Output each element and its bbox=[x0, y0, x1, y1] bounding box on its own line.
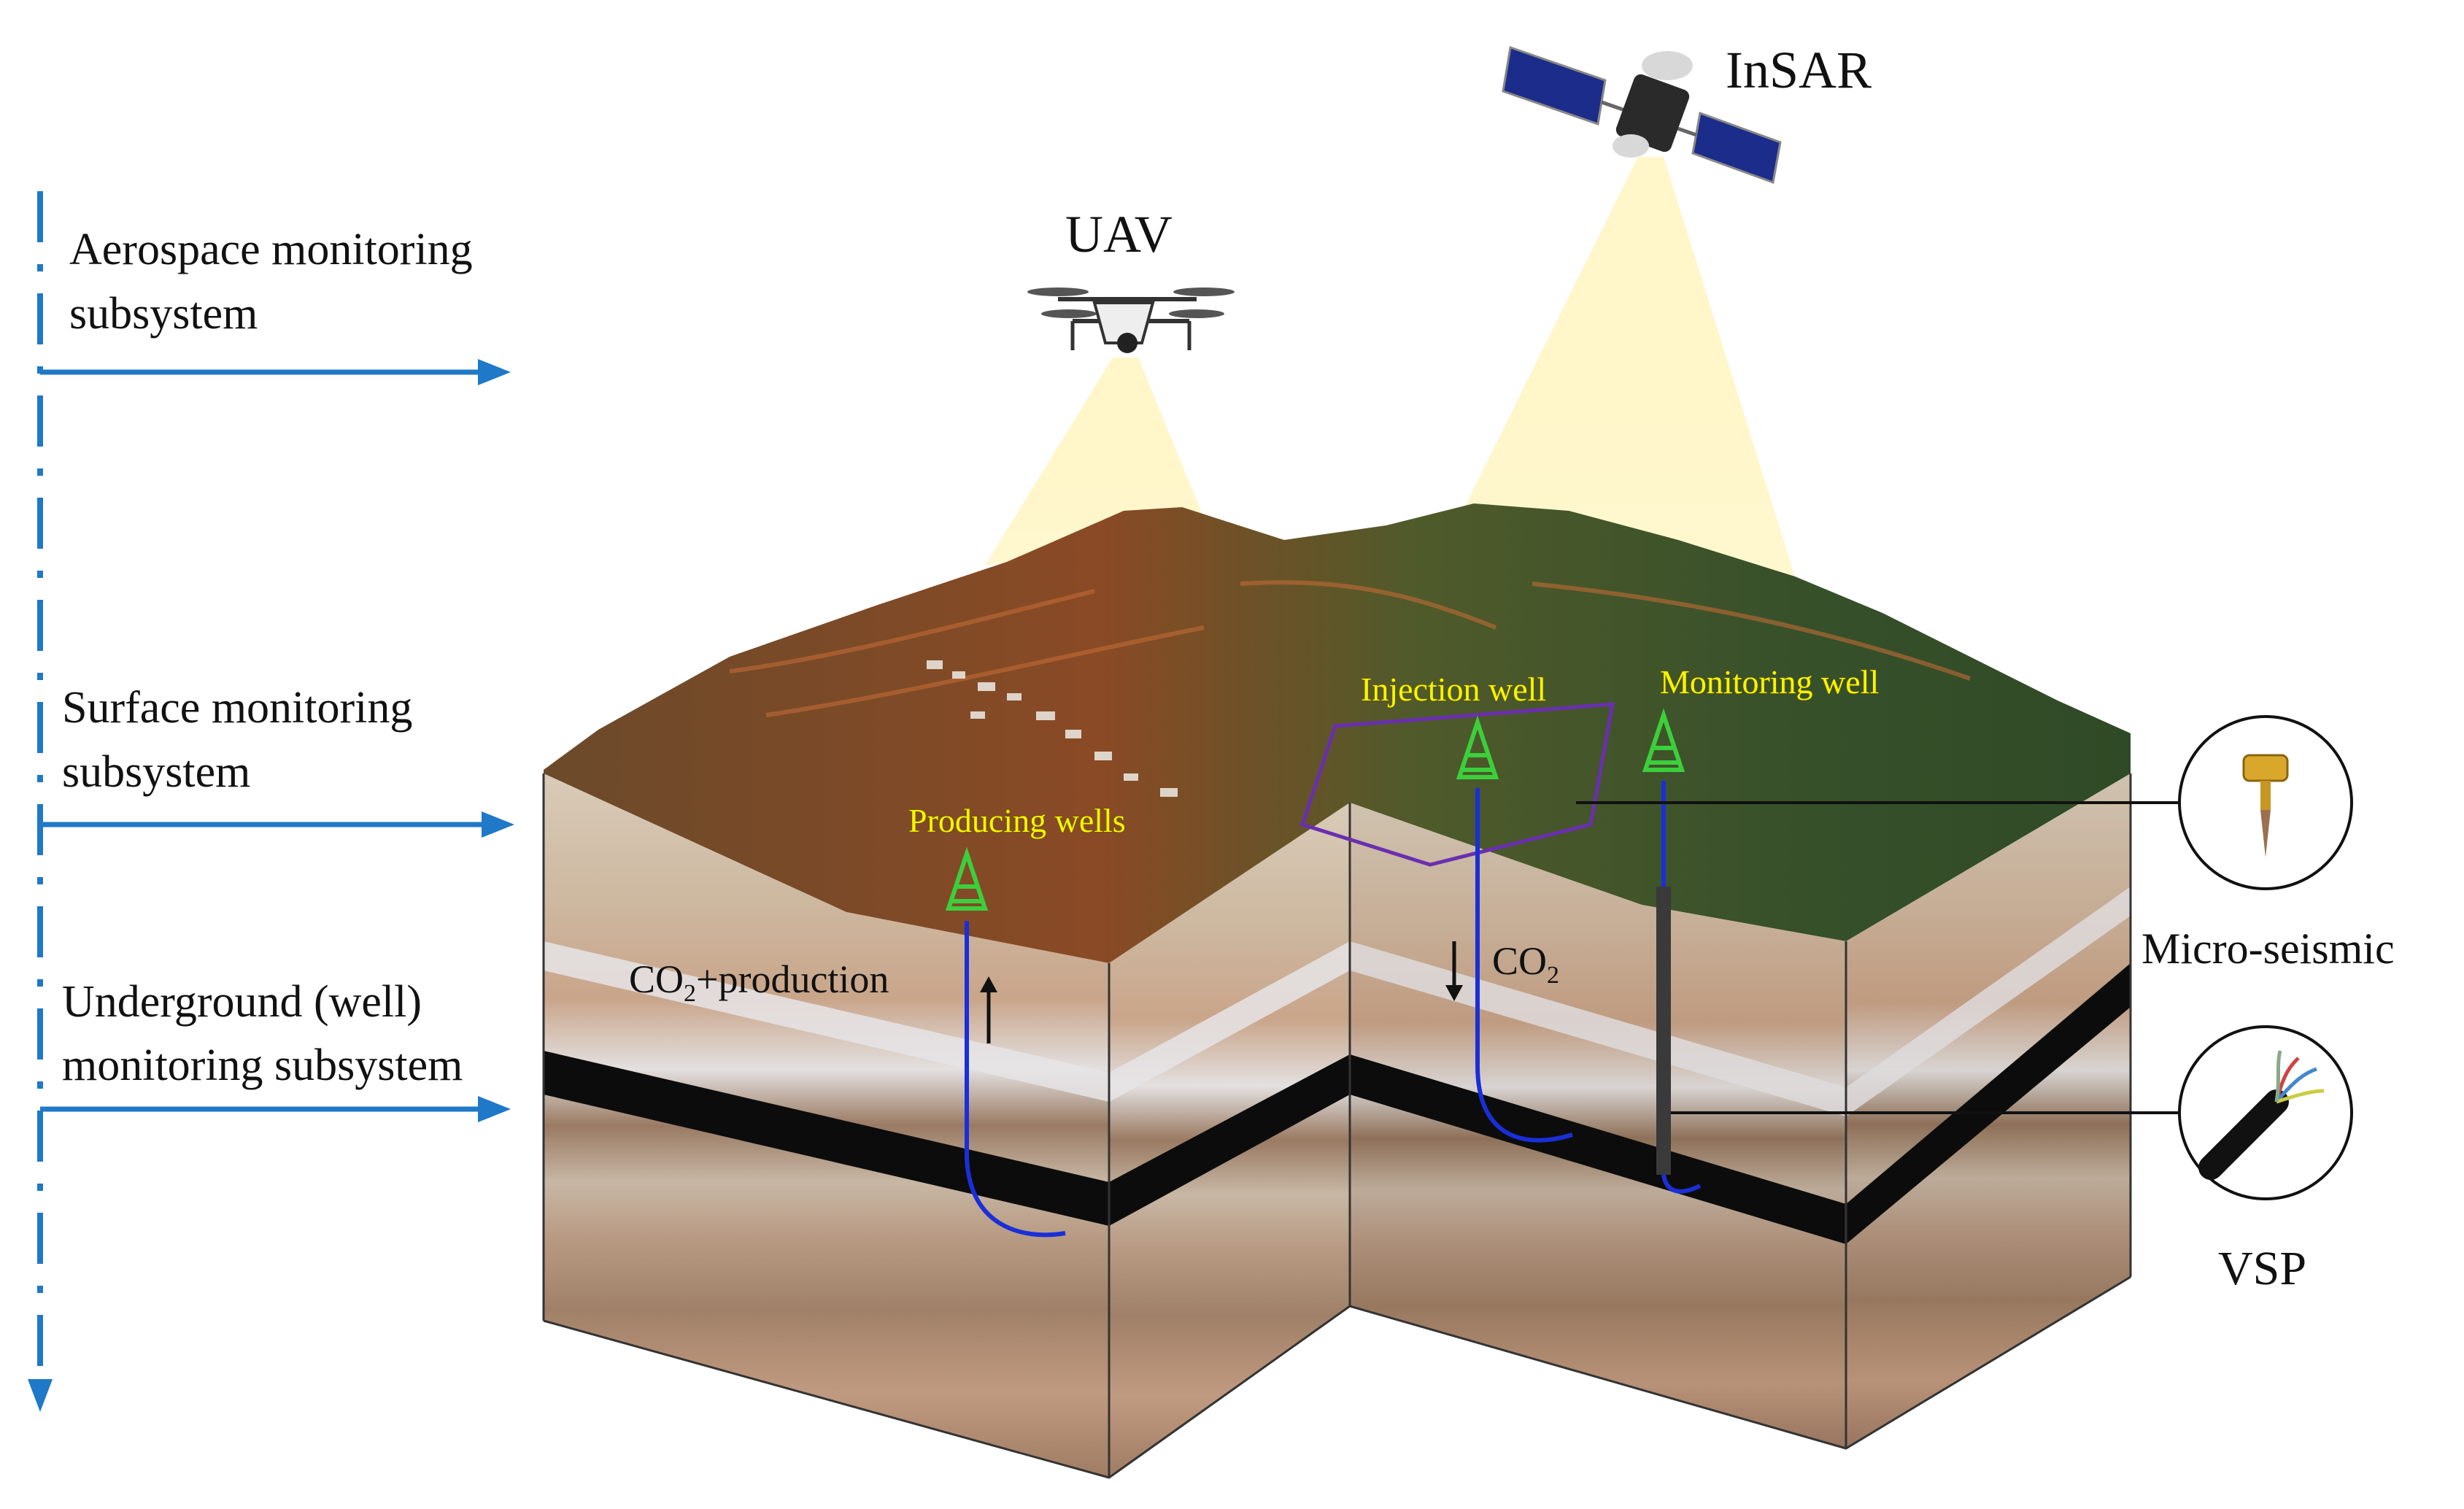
geologic-block bbox=[542, 503, 2132, 1479]
injection-flow-label: CO2 bbox=[1492, 939, 1559, 989]
reservoir-layer-right bbox=[1350, 963, 2131, 1244]
producing-wells-label: Producing wells bbox=[908, 802, 1126, 839]
uav-drone-icon bbox=[1027, 287, 1235, 353]
block-edges bbox=[542, 773, 2132, 1479]
injection-well bbox=[1456, 715, 1573, 1143]
monitoring-well bbox=[1642, 708, 1702, 1194]
geophone-icon bbox=[2242, 754, 2289, 857]
producing-well-derrick-icon bbox=[945, 846, 989, 911]
subsystem-labels: Aerospace monitoring subsystem Surface m… bbox=[62, 225, 473, 1090]
insar-label: InSAR bbox=[1726, 41, 1872, 99]
surface-arrowhead-icon bbox=[482, 811, 514, 838]
surface-label-line1: Surface monitoring bbox=[62, 683, 412, 733]
white-layer-left bbox=[544, 941, 1350, 1102]
producing-well bbox=[945, 846, 1066, 1238]
production-flow-label: CO2+production bbox=[629, 957, 889, 1007]
aerospace-arrowhead-icon bbox=[478, 359, 511, 385]
vsp-label: VSP bbox=[2218, 1242, 2306, 1295]
underground-label-line2: monitoring subsystem bbox=[62, 1041, 463, 1090]
right-block-face bbox=[1350, 803, 1846, 1448]
terrace-texture bbox=[729, 580, 1971, 717]
vsp-callout bbox=[1671, 1025, 2353, 1200]
surface-label-line2: subsystem bbox=[62, 747, 250, 797]
insar-sensor-beam bbox=[1452, 157, 1795, 576]
producing-wellbore bbox=[965, 921, 1066, 1238]
insar-satellite-icon bbox=[1502, 46, 1782, 185]
reservoir-layer-left bbox=[544, 1051, 1350, 1226]
village bbox=[927, 660, 1178, 797]
axis-down-arrow-icon bbox=[28, 1379, 53, 1412]
white-layer-right bbox=[1350, 887, 2131, 1116]
micro-seismic-callout bbox=[1576, 715, 2353, 890]
uav-label: UAV bbox=[1065, 205, 1173, 263]
aerospace-label-line1: Aerospace monitoring bbox=[69, 225, 473, 274]
fiber-optic-cable-icon bbox=[2198, 1050, 2325, 1180]
injection-area-outline bbox=[1299, 702, 1615, 867]
injection-well-label: Injection well bbox=[1361, 671, 1546, 708]
injection-well-derrick-icon bbox=[1456, 715, 1499, 779]
micro-seismic-label: Micro-seismic bbox=[2141, 925, 2395, 973]
monitoring-well-derrick-icon bbox=[1642, 708, 1685, 772]
terrain-surface bbox=[544, 503, 2131, 963]
flow-arrows bbox=[980, 941, 1463, 1043]
aerospace-label-line2: subsystem bbox=[69, 289, 258, 339]
injection-down-arrowhead-icon bbox=[1445, 985, 1463, 1001]
monitoring-sensor-string bbox=[1656, 887, 1671, 1175]
underground-arrowhead-icon bbox=[478, 1096, 511, 1122]
production-up-arrowhead-icon bbox=[980, 976, 997, 992]
monitoring-well-bottom bbox=[1661, 1174, 1702, 1194]
monitoring-well-label: Monitoring well bbox=[1660, 663, 1879, 701]
injection-wellbore bbox=[1475, 788, 1573, 1143]
subsystem-axis bbox=[28, 191, 514, 1412]
underground-label-line1: Underground (well) bbox=[62, 977, 422, 1027]
